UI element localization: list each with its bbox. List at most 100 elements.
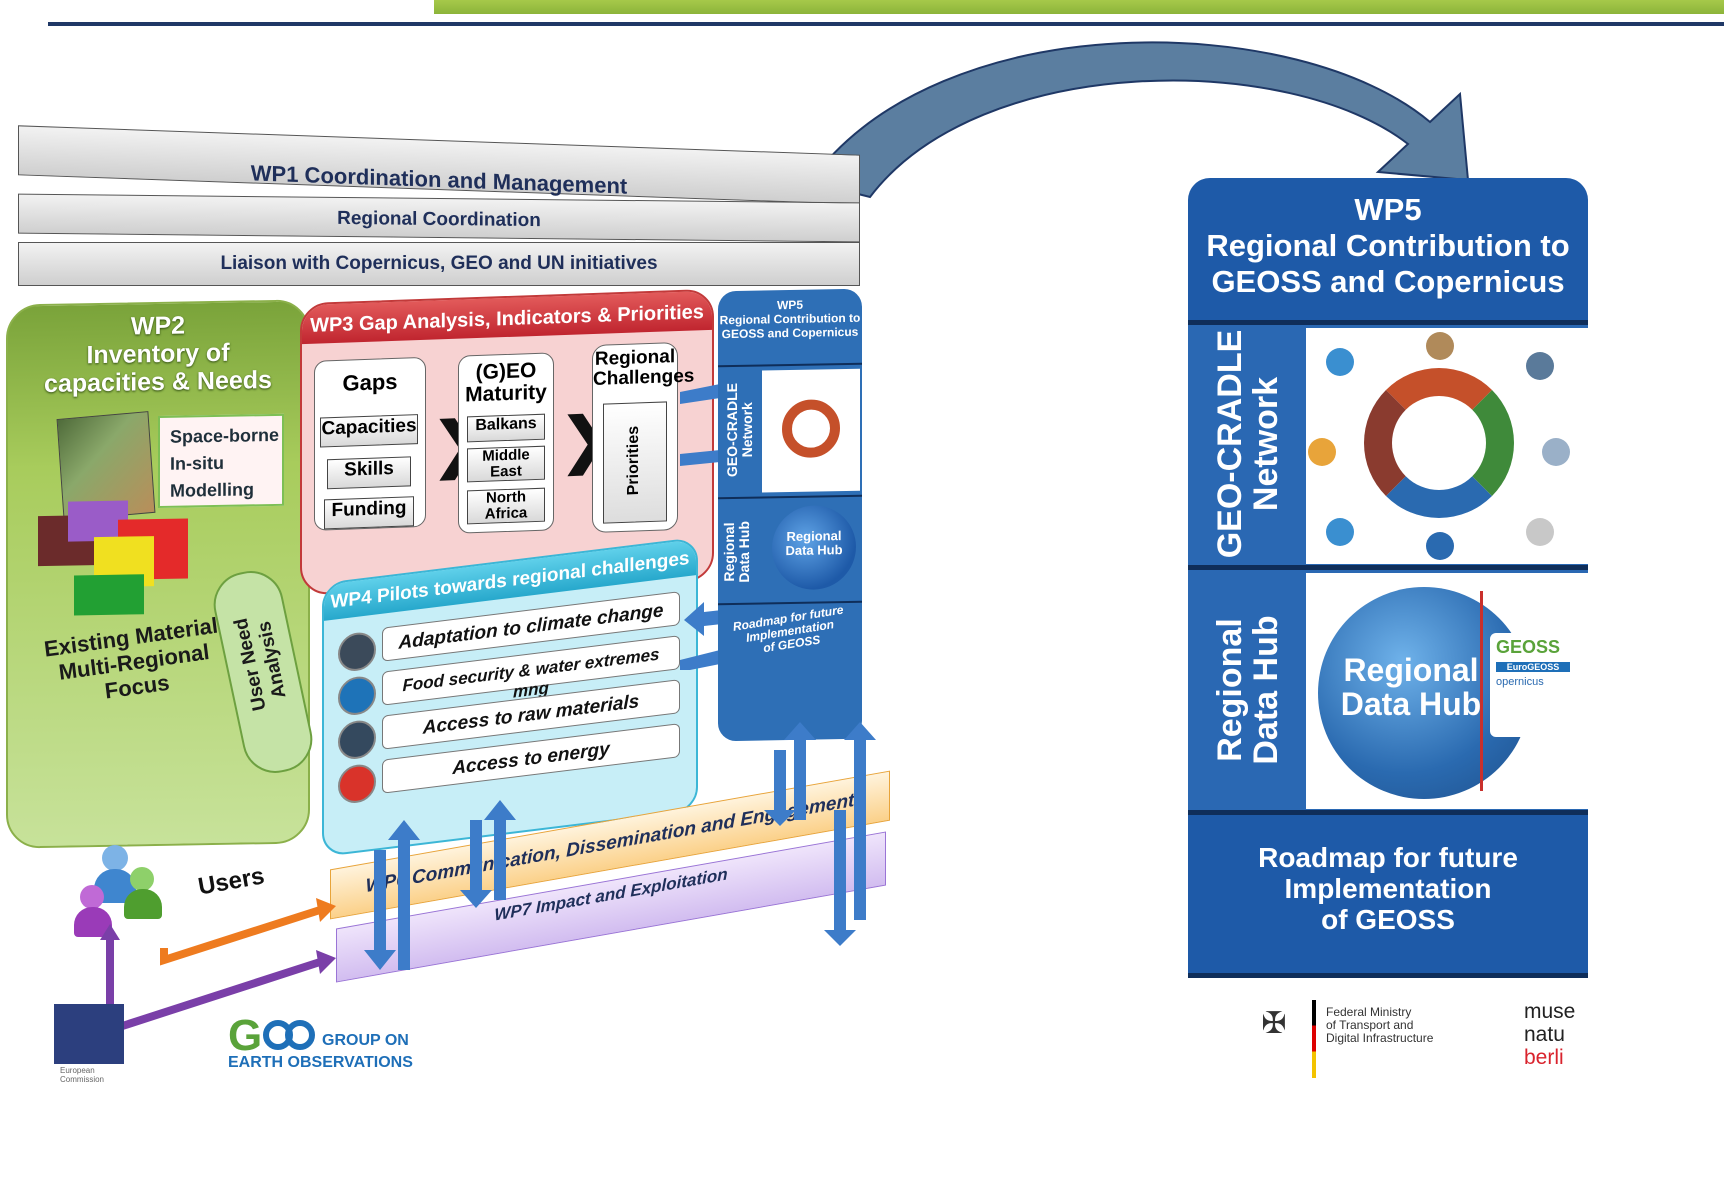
source-item: Space-borne: [170, 424, 280, 447]
museum-line: natu: [1524, 1023, 1565, 1046]
flag-stripe: [1312, 1000, 1316, 1078]
data-hub-globe: Regional Data Hub: [772, 504, 856, 591]
priorities-box: Priorities: [603, 401, 667, 524]
ministry-text: Federal Ministry of Transport and Digita…: [1326, 1006, 1433, 1045]
geo-logo-mark: G: [228, 1011, 315, 1060]
wp1-title-bar: WP1 Coordination and Management: [18, 125, 860, 205]
challenges-box: Regional Challenges Priorities: [592, 342, 695, 534]
network-label-small: GEO-CRADLE Network: [724, 368, 755, 493]
network-thumbnail: [762, 368, 860, 493]
wp1-liaison: Liaison with Copernicus, GEO and UN init…: [18, 242, 860, 286]
network-label: GEO-CRADLE Network: [1211, 314, 1285, 574]
gaps-box: Gaps Capacities Skills Funding: [314, 356, 426, 531]
hub-side-line: Regional: [1211, 618, 1249, 762]
existing-material-label: Existing Material Multi-Regional Focus: [30, 611, 238, 713]
data-hub-area: Regional Data Hub GEOSS EuroGEOSS operni…: [1306, 573, 1588, 809]
roadmap-label: Roadmap for future Implementation of GEO…: [1188, 842, 1588, 935]
wp1-regional-coordination: Regional Coordination: [18, 193, 860, 243]
wp2-title: WP2 Inventory of capacities & Needs: [8, 309, 308, 398]
source-item: Modelling: [170, 479, 254, 501]
region-item: Middle East: [467, 445, 545, 483]
hub-side-label: Regional Data Hub: [1211, 560, 1285, 820]
hub-side-line: Regional: [721, 522, 737, 582]
left-diagram: WP1 Coordination and Management Regional…: [0, 125, 960, 1140]
wp5-small-title-line: GEOSS and Copernicus: [721, 324, 859, 342]
top-banner: [0, 0, 1724, 26]
ec-line: Commission: [60, 1075, 105, 1084]
network-node-icon: [1326, 348, 1354, 376]
wp5-small-panel: WP5 Regional Contribution to GEOSS and C…: [718, 288, 862, 742]
divider: [1188, 565, 1588, 570]
roadmap-line: of GEOSS: [1321, 904, 1455, 935]
hub-side-line: Data Hub: [736, 520, 752, 583]
gap-item: Capacities: [320, 414, 418, 448]
network-line: Network: [739, 402, 755, 458]
geoss-logo: GEOSS: [1496, 637, 1561, 657]
hub-line: Regional: [1343, 652, 1479, 688]
network-node-icon: [1542, 438, 1570, 466]
wp3-title: WP3 Gap Analysis, Indicators & Prioritie…: [302, 290, 712, 345]
network-node-icon: [1426, 332, 1454, 360]
ec-logo: [54, 1004, 124, 1064]
ministry-line: of Transport and: [1326, 1018, 1414, 1032]
eurogeoss-logo: EuroGEOSS: [1496, 662, 1570, 672]
geo-earth-label: EARTH OBSERVATIONS: [228, 1054, 413, 1071]
maturity-label: (G)EO Maturity: [459, 359, 553, 406]
network-node-icon: [1526, 518, 1554, 546]
network-line: GEO-CRADLE: [1211, 329, 1249, 559]
hub-label: Regional Data Hub: [1318, 587, 1530, 721]
climate-icon: [338, 630, 376, 674]
hub-side-label-small: Regional Data Hub: [721, 497, 752, 608]
wp5-large-title-line: Regional Contribution to: [1206, 228, 1570, 263]
user-figure-head: [130, 867, 154, 891]
hub-red-line: [1480, 591, 1483, 791]
ec-line: European: [60, 1066, 95, 1075]
gap-item: Funding: [324, 496, 414, 530]
roadmap-line: Roadmap for future: [1258, 842, 1518, 873]
data-sources-box: Space-borne In-situ Modelling: [158, 413, 284, 508]
challenges-line: Challenges: [593, 365, 695, 390]
wp5-large-title-line: WP5: [1354, 192, 1422, 227]
wp5-small-title: WP5 Regional Contribution to GEOSS and C…: [718, 289, 862, 342]
source-item: In-situ: [170, 452, 224, 474]
network-node-icon: [1426, 532, 1454, 560]
svg-text:G: G: [228, 1011, 262, 1056]
user-figure-head: [102, 845, 128, 871]
ministry-line: Digital Infrastructure: [1326, 1031, 1434, 1045]
maturity-box: (G)EO Maturity Balkans Middle East North…: [458, 352, 554, 534]
ec-text: European Commission: [60, 1066, 130, 1084]
curved-arrow: [808, 41, 1470, 199]
copernicus-logo: opernicus: [1496, 676, 1544, 688]
network-node-icon: [1308, 438, 1336, 466]
network-node-icon: [1326, 518, 1354, 546]
divider: [718, 362, 862, 368]
user-figure-body: [124, 889, 162, 919]
layer-tile: [74, 574, 144, 616]
roadmap-line: Implementation: [1284, 873, 1492, 904]
network-line: GEO-CRADLE: [724, 382, 740, 478]
network-ring: [1364, 368, 1514, 518]
ministry-line: Federal Ministry: [1326, 1005, 1412, 1019]
divider: [1188, 810, 1588, 815]
wp5-large-title: WP5 Regional Contribution to GEOSS and C…: [1188, 192, 1588, 300]
hub-label-small: Regional Data Hub: [772, 505, 856, 558]
wp5-large-panel: WP5 Regional Contribution to GEOSS and C…: [1188, 178, 1588, 978]
region-item: North Africa: [467, 487, 545, 525]
user-figure-head: [80, 885, 104, 909]
museum-line: muse: [1524, 1000, 1576, 1023]
region-item: Balkans: [467, 413, 545, 443]
top-green-bar: [434, 0, 1724, 14]
hub-line: Data Hub: [1340, 686, 1482, 722]
priorities-label: Priorities: [625, 425, 642, 496]
eagle-icon: ✠: [1261, 1007, 1287, 1040]
wp5-large-title-line: GEOSS and Copernicus: [1211, 264, 1565, 299]
network-ring: [782, 399, 840, 459]
gap-item: Skills: [327, 456, 411, 490]
network-line: Network: [1247, 376, 1285, 512]
museum-line: berli: [1524, 1046, 1564, 1069]
gaps-label: Gaps: [342, 368, 398, 396]
museum-logo-text: muse natu berli: [1524, 1000, 1575, 1069]
challenges-label: Regional Challenges: [593, 346, 695, 390]
roadmap-label-small: Roadmap for future Implementation of GEO…: [722, 602, 858, 661]
wp2-title-line: capacities & Needs: [44, 366, 272, 398]
